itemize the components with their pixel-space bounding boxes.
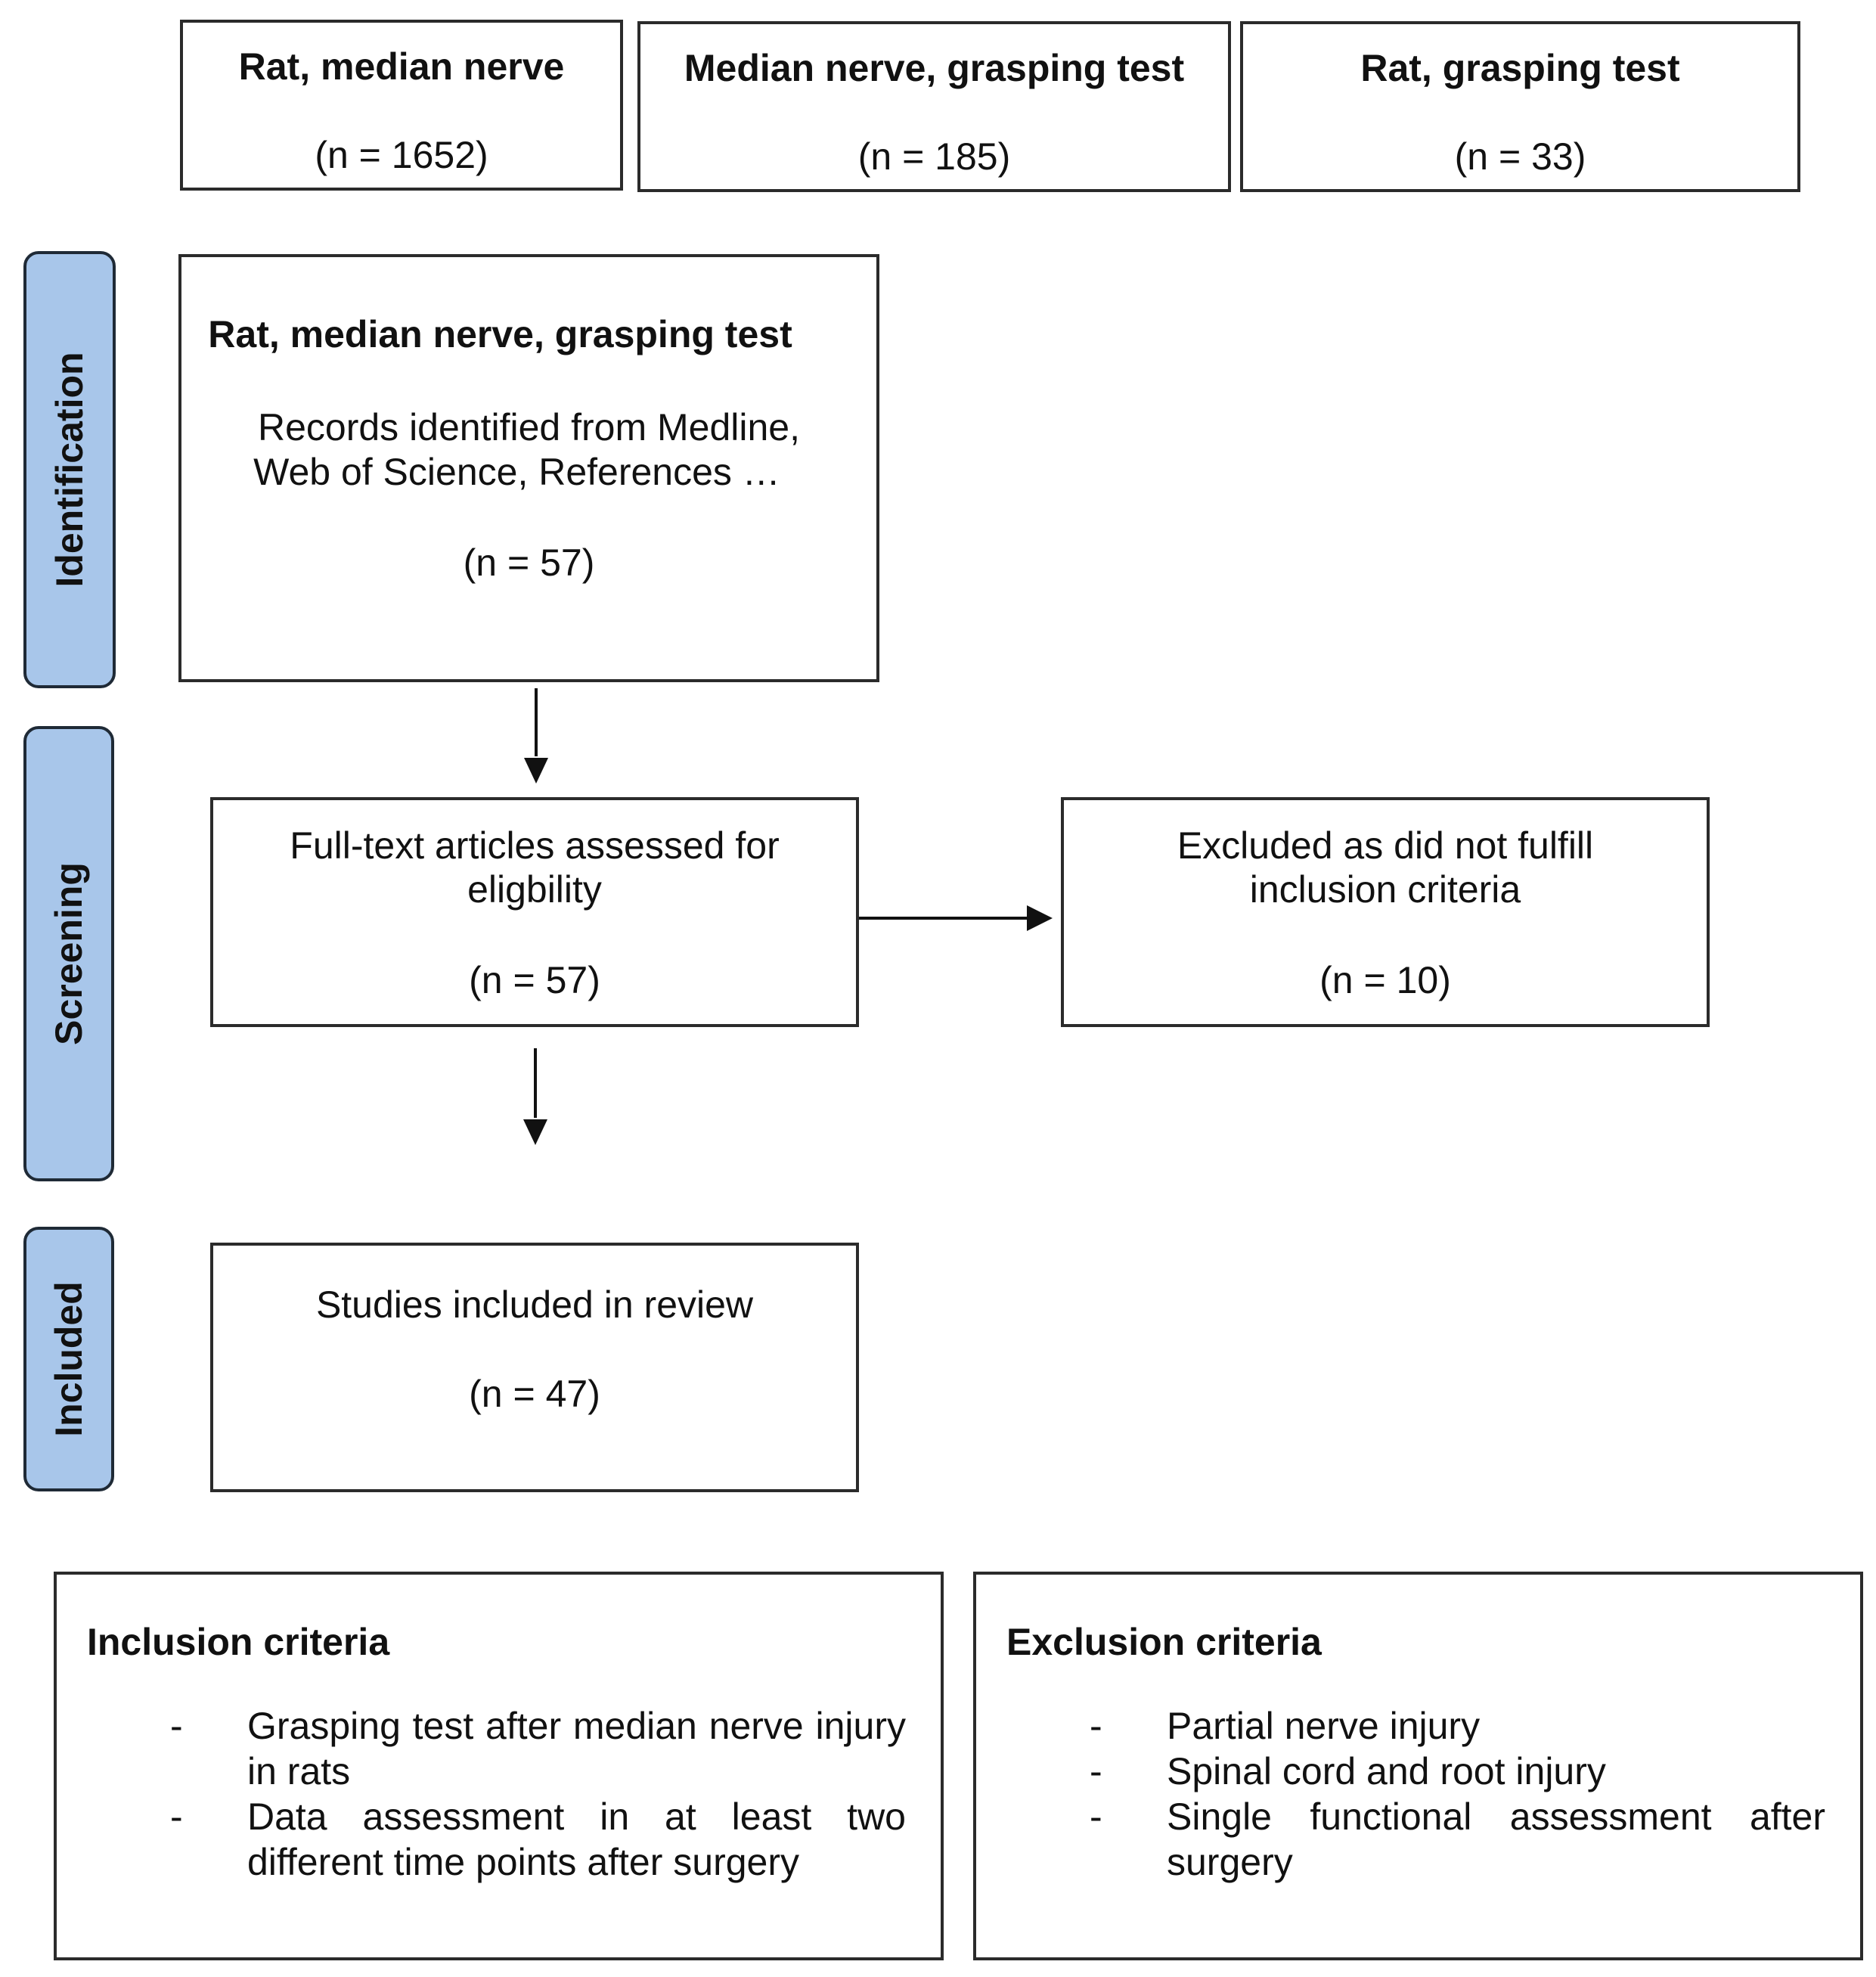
- exclusion-criteria-title: Exclusion criteria: [1006, 1621, 1322, 1663]
- list-item: - Single functional assessment after sur…: [1090, 1795, 1825, 1883]
- excluded-count: (n = 10): [1319, 959, 1451, 1001]
- list-item: - Data assessment in at least two differ…: [170, 1795, 906, 1883]
- excluded-line-2: inclusion criteria: [1249, 868, 1521, 911]
- stage-identification: Identification: [23, 251, 116, 688]
- exclusion-item-text: Single functional assessment after surge…: [1167, 1795, 1825, 1883]
- inclusion-item-text: Grasping test after median nerve injury …: [247, 1705, 906, 1792]
- screening-line-1: Full-text articles assessed for: [290, 824, 780, 867]
- search-box-rat-grasping: Rat, grasping test (n = 33): [1240, 21, 1800, 192]
- list-item: - Partial nerve injury: [976, 1703, 1860, 1749]
- inclusion-criteria-list: - Grasping test after median nerve injur…: [57, 1703, 941, 1885]
- screening-count: (n = 57): [469, 959, 600, 1001]
- screening-line-2: eligbility: [467, 868, 602, 911]
- list-item: - Spinal cord and root injury: [976, 1749, 1860, 1794]
- inclusion-criteria-box: Inclusion criteria - Grasping test after…: [54, 1572, 944, 1960]
- included-line-1: Studies included in review: [315, 1283, 754, 1326]
- included-count: (n = 47): [469, 1373, 600, 1415]
- included-box: Studies included in review (n = 47): [210, 1243, 859, 1492]
- identification-title: Rat, median nerve, grasping test: [208, 313, 792, 355]
- list-item: - Grasping test after median nerve injur…: [170, 1705, 906, 1792]
- search-term-count: (n = 185): [857, 135, 1011, 178]
- search-term-count: (n = 33): [1454, 135, 1586, 178]
- stage-included: Included: [23, 1227, 114, 1491]
- screening-box: Full-text articles assessed for eligbili…: [210, 797, 859, 1027]
- stage-screening: Screening: [23, 726, 114, 1181]
- exclusion-criteria-box: Exclusion criteria - Partial nerve injur…: [973, 1572, 1863, 1960]
- exclusion-item-text: Spinal cord and root injury: [1167, 1750, 1606, 1792]
- excluded-line-1: Excluded as did not fulfill: [1177, 824, 1594, 867]
- exclusion-item-text: Partial nerve injury: [1167, 1705, 1481, 1747]
- exclusion-criteria-list: - Partial nerve injury - Spinal cord and…: [976, 1703, 1860, 1885]
- search-term-label: Median nerve, grasping test: [684, 47, 1185, 89]
- search-box-rat-median-nerve: Rat, median nerve (n = 1652): [180, 20, 623, 191]
- identification-count: (n = 57): [463, 542, 595, 584]
- inclusion-criteria-title: Inclusion criteria: [87, 1621, 390, 1663]
- search-term-label: Rat, median nerve: [238, 45, 565, 88]
- identification-line-2: Web of Science, References …: [253, 451, 780, 493]
- search-term-label: Rat, grasping test: [1360, 47, 1680, 89]
- inclusion-item-text: Data assessment in at least two differen…: [247, 1795, 906, 1883]
- identification-box: Rat, median nerve, grasping test Records…: [178, 254, 879, 682]
- excluded-box: Excluded as did not fulfill inclusion cr…: [1061, 797, 1710, 1027]
- identification-line-1: Records identified from Medline,: [258, 406, 800, 448]
- arrow-screening-to-excluded: [859, 905, 1053, 931]
- search-term-count: (n = 1652): [315, 134, 488, 176]
- arrow-identification-to-screening: [524, 688, 548, 784]
- arrow-screening-to-included: [523, 1048, 547, 1145]
- search-box-median-nerve-grasping: Median nerve, grasping test (n = 185): [637, 21, 1231, 192]
